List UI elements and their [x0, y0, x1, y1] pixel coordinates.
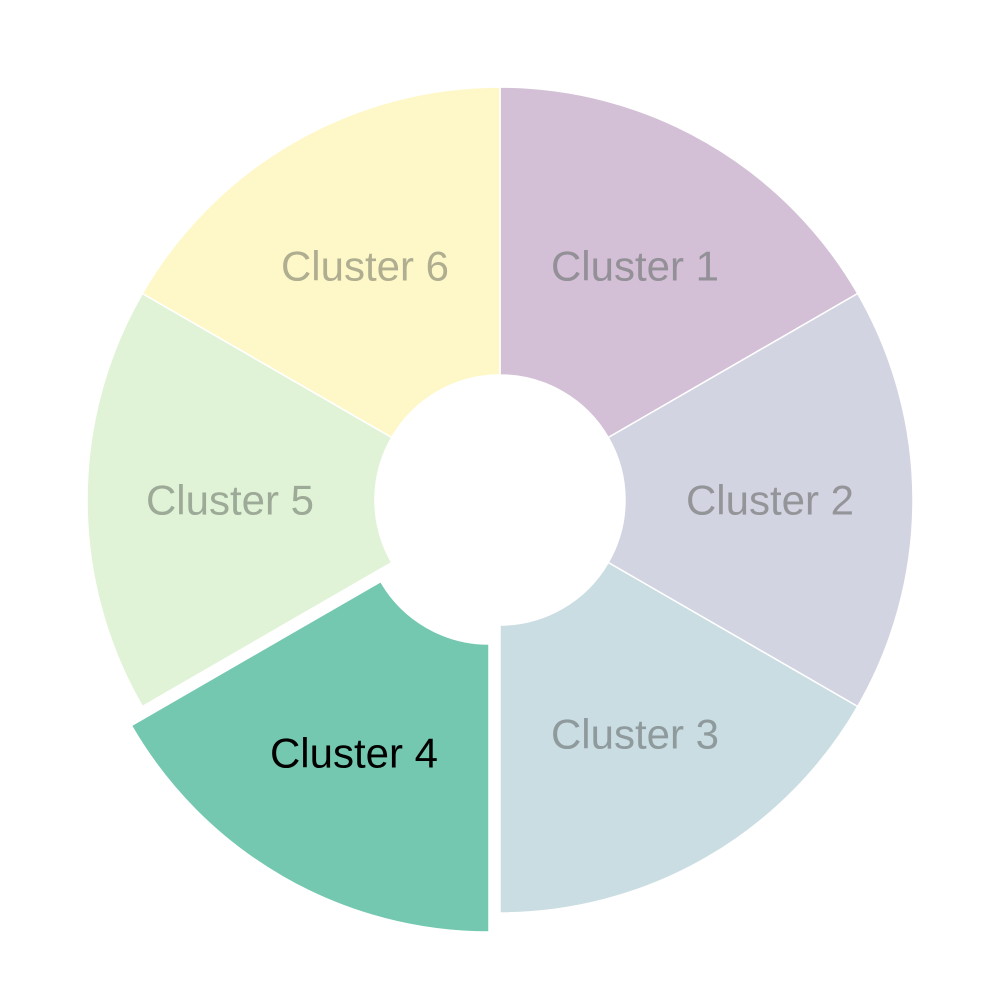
slice-cluster-6[interactable] [141, 86, 501, 439]
slice-cluster-1[interactable] [499, 86, 859, 439]
donut-labels: Cluster 1 Cluster 2 Cluster 3 Cluster 4 Clus… [146, 243, 854, 777]
slice-cluster-5[interactable] [86, 292, 393, 708]
label-cluster-3: Cluster 3 [551, 710, 719, 757]
label-cluster-1: Cluster 1 [551, 243, 719, 290]
donut-slices [86, 86, 914, 933]
slice-cluster-3[interactable] [499, 561, 859, 914]
label-cluster-5: Cluster 5 [146, 477, 314, 524]
slice-cluster-2[interactable] [607, 292, 914, 708]
label-cluster-2: Cluster 2 [686, 477, 854, 524]
label-cluster-6: Cluster 6 [281, 243, 449, 290]
label-cluster-4: Cluster 4 [270, 729, 438, 776]
slice-cluster-4[interactable] [130, 580, 490, 933]
